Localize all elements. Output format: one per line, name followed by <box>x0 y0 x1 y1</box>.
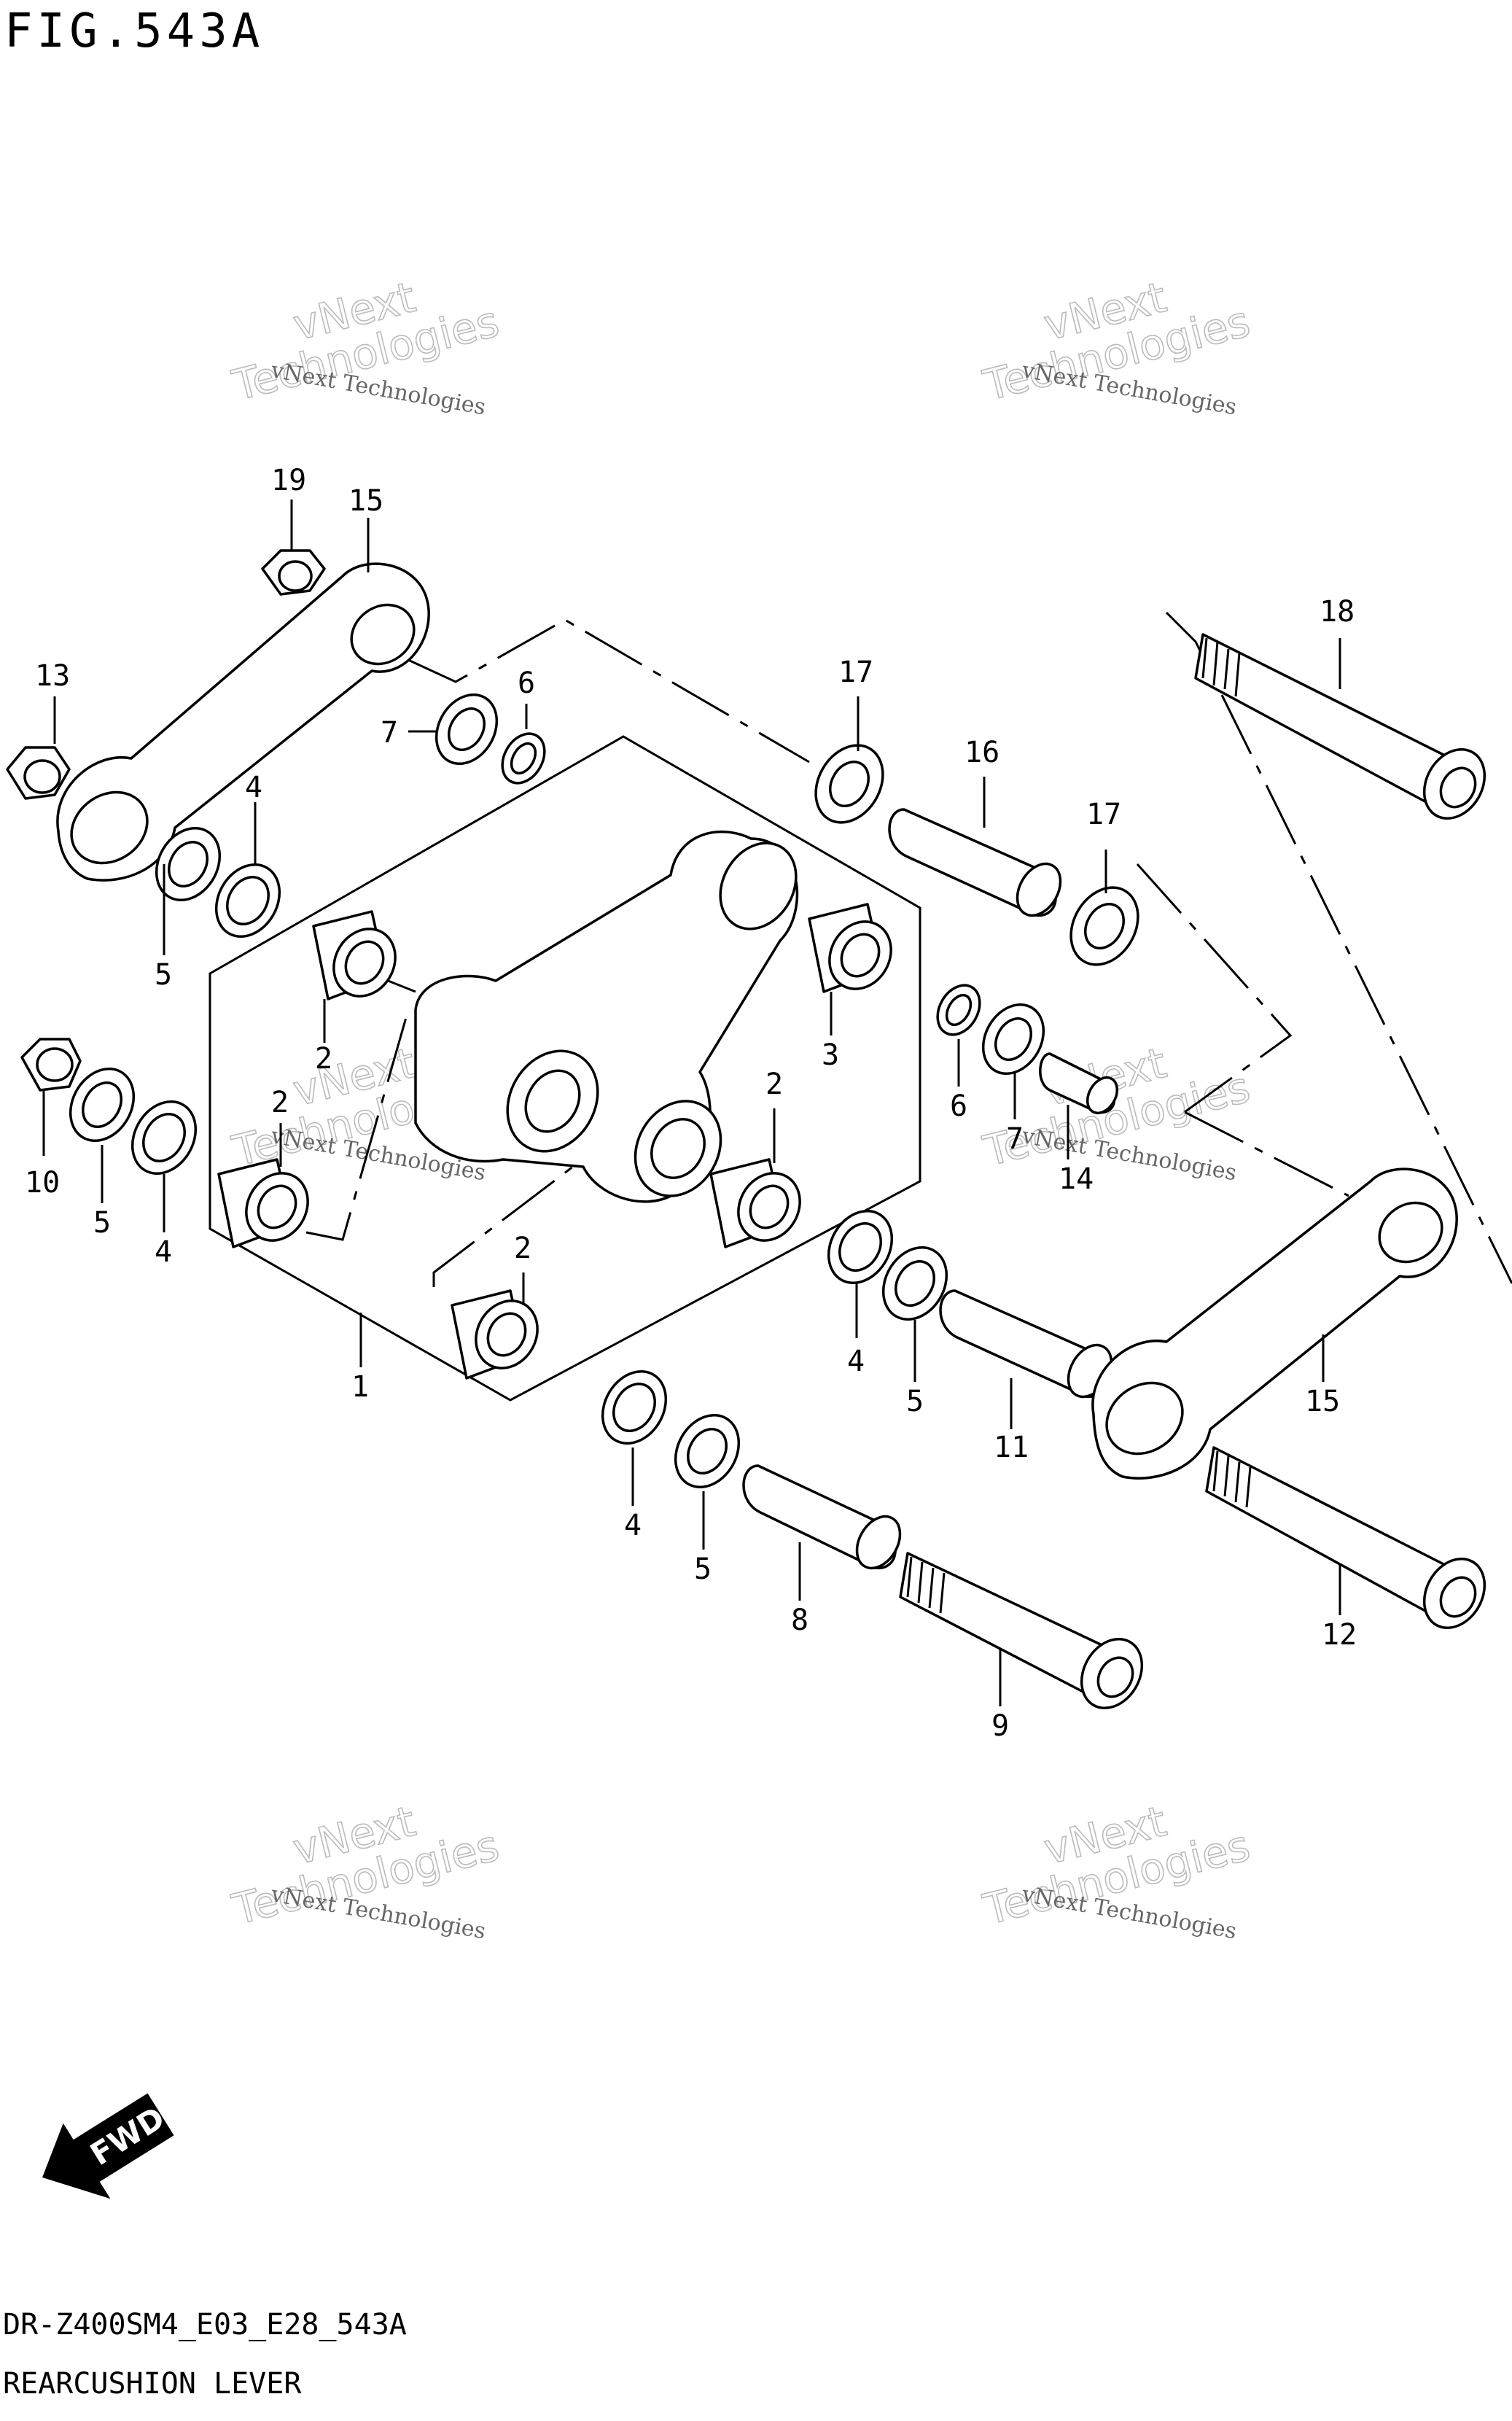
part-2-bearing-left <box>217 1158 309 1248</box>
callout-5-lower: 5 <box>694 1553 712 1586</box>
part-15-upper-link <box>56 562 430 882</box>
part-1-cushion-lever <box>414 830 799 1203</box>
part-3-bearing <box>808 903 892 993</box>
part-5-washer-left <box>69 1067 136 1143</box>
part-12-bolt <box>1205 1446 1486 1630</box>
callout-13: 13 <box>35 659 70 693</box>
watermark-bottom-right: Technologies vNext vNext Technologies <box>978 1795 1255 1944</box>
part-19-nut <box>261 549 326 596</box>
callout-2-lower: 2 <box>514 1232 531 1265</box>
diagram-code: DR-Z400SM4_E03_E28_543A <box>3 2308 407 2342</box>
part-9-bolt <box>899 1552 1144 1710</box>
part-2-bearing-right <box>709 1158 801 1248</box>
watermark-top-left: Technologies vNext vNext Technologies <box>227 271 504 420</box>
callout-4-upper: 4 <box>245 771 262 804</box>
fwd-arrow-icon: FWD <box>42 2093 174 2199</box>
part-10-nut <box>20 1038 82 1092</box>
part-8-spacer <box>742 1464 902 1570</box>
callout-18: 18 <box>1320 595 1355 629</box>
callout-3: 3 <box>822 1038 839 1072</box>
part-18-bolt <box>1194 633 1486 820</box>
part-6-seal-right <box>936 984 981 1036</box>
part-4-seal-mid <box>827 1209 894 1285</box>
watermark-bottom-left: Technologies vNext vNext Technologies <box>227 1795 504 1944</box>
callout-4-mid: 4 <box>847 1345 865 1378</box>
leader-lines <box>42 500 1341 1706</box>
callout-7-upper: 7 <box>381 716 398 750</box>
callout-4-left: 4 <box>155 1235 172 1269</box>
callout-16: 16 <box>965 736 999 769</box>
part-14-spacer <box>1039 1052 1119 1114</box>
callout-19: 19 <box>271 464 306 497</box>
callout-2-left: 2 <box>271 1086 289 1119</box>
figure-title: FIG.543A <box>4 4 265 58</box>
guide-line-left-bearing <box>305 1009 410 1241</box>
part-5-washer-lower <box>674 1413 741 1489</box>
callout-6-right: 6 <box>950 1089 967 1123</box>
callout-15-lower: 15 <box>1305 1385 1340 1418</box>
part-17-washer-upper <box>814 744 884 824</box>
part-4-seal-upper <box>214 863 281 939</box>
part-11-spacer <box>939 1289 1113 1399</box>
part-2-bearing-upper-left <box>312 910 397 1000</box>
callout-5-left: 5 <box>93 1206 111 1240</box>
guide-line-bolt-diagonal <box>1165 611 1512 1284</box>
part-2-bearing-lower <box>451 1289 539 1380</box>
callout-17-lower: 17 <box>1086 798 1121 831</box>
part-7-washer-upper <box>434 693 499 766</box>
callout-15-upper: 15 <box>348 484 383 518</box>
part-5-washer-upper <box>155 826 222 902</box>
callout-1: 1 <box>351 1370 369 1404</box>
watermark-top-right: Technologies vNext vNext Technologies <box>978 271 1255 420</box>
callout-5-mid: 5 <box>906 1385 924 1418</box>
callout-12: 12 <box>1322 1618 1357 1652</box>
guide-line-lower-bearing <box>432 1132 617 1287</box>
callout-14: 14 <box>1059 1162 1094 1196</box>
diagram-name: REARCUSHION LEVER <box>3 2367 302 2401</box>
callout-8: 8 <box>791 1604 808 1637</box>
part-13-nut <box>6 746 71 800</box>
part-4-seal-lower <box>601 1369 668 1445</box>
callout-2-upper-left: 2 <box>315 1042 332 1076</box>
part-4-seal-left <box>130 1100 198 1175</box>
part-15-lower-link <box>1091 1167 1458 1480</box>
callout-4-lower: 4 <box>624 1509 642 1542</box>
part-7-washer-right <box>981 1003 1045 1076</box>
part-17-washer-lower <box>1069 886 1139 966</box>
callout-7-right: 7 <box>1006 1122 1024 1156</box>
assembly-outline <box>209 735 921 1402</box>
guide-line-right-upper <box>1136 863 1293 1114</box>
part-16-spacer <box>888 808 1062 917</box>
guide-line-link-upper <box>408 618 810 763</box>
part-6-seal-upper <box>501 732 546 785</box>
callout-2-right: 2 <box>765 1068 783 1101</box>
callout-11: 11 <box>994 1431 1029 1464</box>
callout-9: 9 <box>991 1709 1009 1743</box>
callout-10: 10 <box>25 1166 60 1200</box>
part-5-washer-mid <box>881 1246 948 1321</box>
callout-5-upper: 5 <box>155 958 172 992</box>
guide-line-right-lower <box>1184 1111 1349 1197</box>
callout-6-upper: 6 <box>518 667 535 700</box>
callout-17-upper: 17 <box>838 656 873 689</box>
